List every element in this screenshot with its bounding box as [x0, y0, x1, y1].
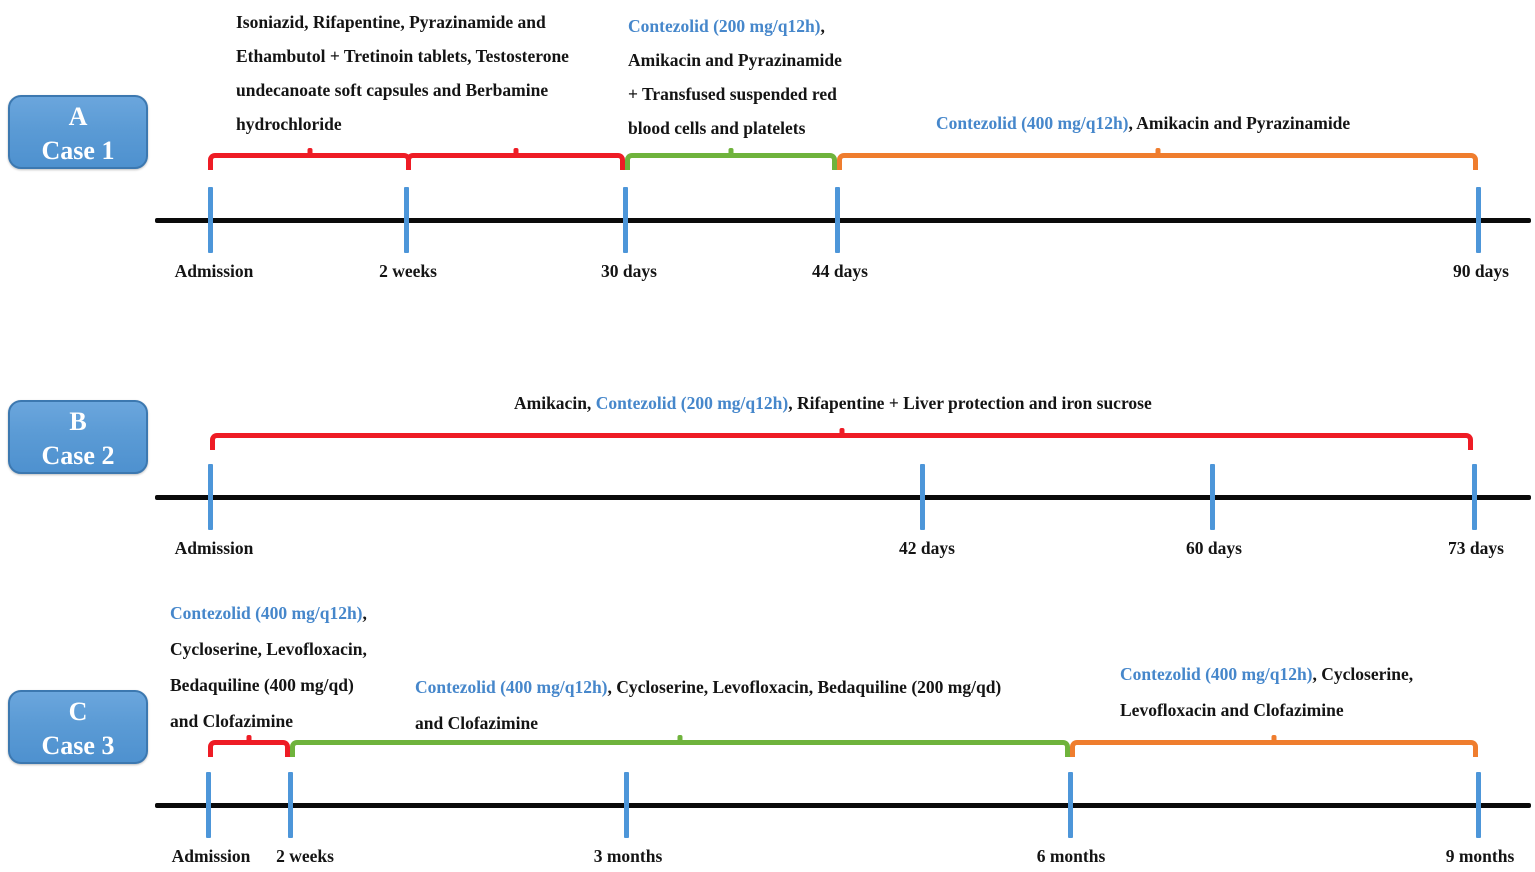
badge-letter: C — [68, 697, 88, 726]
case-badge-a: A Case 1 — [8, 95, 148, 169]
timeline-tick — [206, 772, 211, 838]
timeline-tick — [624, 772, 629, 838]
phase-brace-red-a2 — [406, 153, 625, 170]
phase-brace-orange-c — [1070, 740, 1478, 757]
contezolid-highlight: Contezolid (400 mg/q12h) — [415, 677, 608, 697]
phase-brace-orange-a — [837, 153, 1478, 170]
regimen-line: Cycloserine, Levofloxacin, — [170, 639, 367, 659]
tick-label: 90 days — [1453, 261, 1509, 281]
timeline-axis-c — [155, 803, 1531, 808]
tick-label: 44 days — [812, 261, 868, 281]
timeline-tick — [1210, 464, 1215, 530]
tick-label: 2 weeks — [276, 846, 334, 866]
timeline-tick — [208, 187, 213, 253]
regimen-text-middle-c: Contezolid (400 mg/q12h), Cycloserine, L… — [415, 669, 1001, 741]
phase-brace-green-c — [290, 740, 1070, 757]
regimen-text-middle-a: Contezolid (200 mg/q12h), Amikacin and P… — [628, 9, 842, 145]
tick-label: Admission — [174, 538, 254, 558]
regimen-line: + Transfused suspended red — [628, 84, 837, 104]
contezolid-highlight: Contezolid (400 mg/q12h) — [170, 603, 363, 623]
regimen-text-late-a: Contezolid (400 mg/q12h), Amikacin and P… — [936, 106, 1350, 140]
regimen-line: blood cells and platelets — [628, 118, 806, 138]
phase-brace-green-a — [625, 153, 837, 170]
tick-label: 2 weeks — [379, 261, 437, 281]
regimen-line: Amikacin, — [514, 393, 596, 413]
timeline-tick — [1476, 187, 1481, 253]
phase-brace-red-c — [208, 740, 290, 757]
tick-label: Admission — [171, 846, 251, 866]
badge-case-label: Case 1 — [41, 136, 115, 165]
contezolid-highlight: Contezolid (400 mg/q12h) — [1120, 664, 1313, 684]
tick-label: 6 months — [1036, 846, 1106, 866]
tick-label: 42 days — [899, 538, 955, 558]
tick-label: 9 months — [1445, 846, 1515, 866]
regimen-line: , — [362, 603, 367, 623]
timeline-tick — [1476, 772, 1481, 838]
tick-label: 3 months — [593, 846, 663, 866]
phase-brace-red-b — [210, 433, 1473, 450]
timeline-tick — [404, 187, 409, 253]
regimen-line: hydrochloride — [236, 114, 342, 134]
regimen-text-late-c: Contezolid (400 mg/q12h), Cycloserine, L… — [1120, 656, 1413, 728]
regimen-line: Bedaquiline (400 mg/qd) — [170, 675, 354, 695]
tick-label: 30 days — [601, 261, 657, 281]
contezolid-highlight: Contezolid (200 mg/q12h) — [595, 393, 789, 413]
regimen-text-initial-c: Contezolid (400 mg/q12h), Cycloserine, L… — [170, 595, 367, 739]
contezolid-highlight: Contezolid (400 mg/q12h) — [936, 113, 1129, 133]
regimen-line: Amikacin and Pyrazinamide — [628, 50, 842, 70]
regimen-line: and Clofazimine — [415, 713, 538, 733]
tick-label: 60 days — [1186, 538, 1242, 558]
timeline-tick — [623, 187, 628, 253]
regimen-line: , Cycloserine, Levofloxacin, Bedaquiline… — [607, 677, 1002, 697]
regimen-line: and Clofazimine — [170, 711, 293, 731]
tick-label: 73 days — [1448, 538, 1504, 558]
timeline-tick — [1472, 464, 1477, 530]
badge-case-label: Case 2 — [41, 441, 115, 470]
tick-label: Admission — [174, 261, 254, 281]
case-badge-b: B Case 2 — [8, 400, 148, 474]
timeline-tick — [208, 464, 213, 530]
regimen-line: , — [820, 16, 825, 36]
regimen-text-b: Amikacin, Contezolid (200 mg/q12h), Rifa… — [514, 386, 1152, 420]
regimen-line: Levofloxacin and Clofazimine — [1120, 700, 1344, 720]
regimen-line: undecanoate soft capsules and Berbamine — [236, 80, 549, 100]
regimen-line: , Amikacin and Pyrazinamide — [1128, 113, 1351, 133]
phase-brace-red-a1 — [208, 153, 411, 170]
timeline-tick — [1068, 772, 1073, 838]
timeline-axis-b — [155, 495, 1531, 500]
case-badge-c: C Case 3 — [8, 690, 148, 764]
badge-letter: B — [69, 407, 87, 436]
timeline-tick — [288, 772, 293, 838]
regimen-line: Isoniazid, Rifapentine, Pyrazinamide and — [236, 12, 546, 32]
timeline-tick — [920, 464, 925, 530]
regimen-text-initial-a: Isoniazid, Rifapentine, Pyrazinamide and… — [236, 5, 569, 141]
badge-letter: A — [68, 102, 88, 131]
regimen-line: , Cycloserine, — [1312, 664, 1414, 684]
badge-case-label: Case 3 — [41, 731, 115, 760]
timeline-axis-a — [155, 218, 1531, 223]
contezolid-highlight: Contezolid (200 mg/q12h) — [628, 16, 821, 36]
regimen-line: , Rifapentine + Liver protection and iro… — [788, 393, 1152, 413]
regimen-line: Ethambutol + Tretinoin tablets, Testoste… — [236, 46, 569, 66]
timeline-tick — [835, 187, 840, 253]
